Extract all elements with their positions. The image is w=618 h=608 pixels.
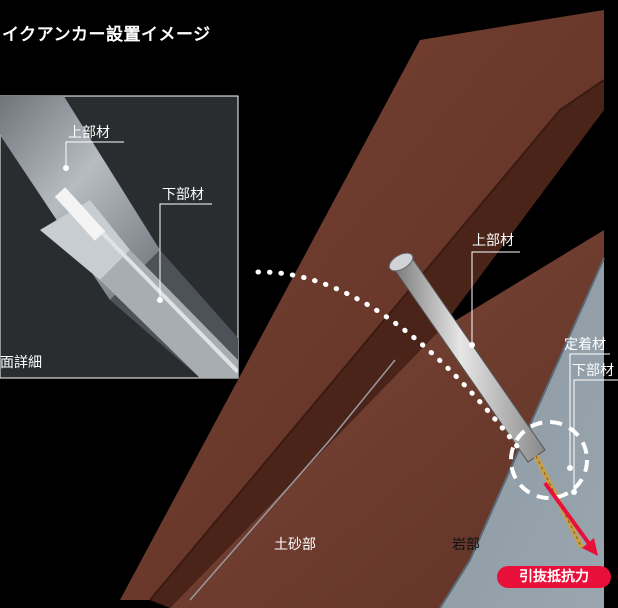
lower-material-label: 下部材: [572, 363, 614, 379]
anchor-material-label: 定着材: [564, 337, 606, 353]
rock-section: [440, 258, 604, 608]
soil-section-label: 土砂部: [274, 537, 316, 553]
rock-boundary: [439, 257, 605, 608]
inset-lower-material-label: 下部材: [162, 187, 204, 203]
upper-material-label: 上部材: [472, 233, 514, 249]
soil-section: [170, 230, 604, 608]
anchorage-highlight: [509, 420, 589, 500]
pullout-arrow: [543, 481, 598, 556]
rock-section-label: 岩部: [452, 537, 480, 553]
detail-label: 面詳細: [0, 355, 42, 371]
inset-upper-material-label: 上部材: [68, 125, 110, 141]
soil-top-face: [120, 10, 604, 600]
leader-dots: [255, 269, 523, 453]
detail-inset: [0, 95, 239, 379]
pullout-resistance-badge: 引抜抵抗力: [497, 566, 611, 588]
page-title: イクアンカー設置イメージ: [2, 25, 211, 45]
slope-face: [150, 80, 604, 608]
